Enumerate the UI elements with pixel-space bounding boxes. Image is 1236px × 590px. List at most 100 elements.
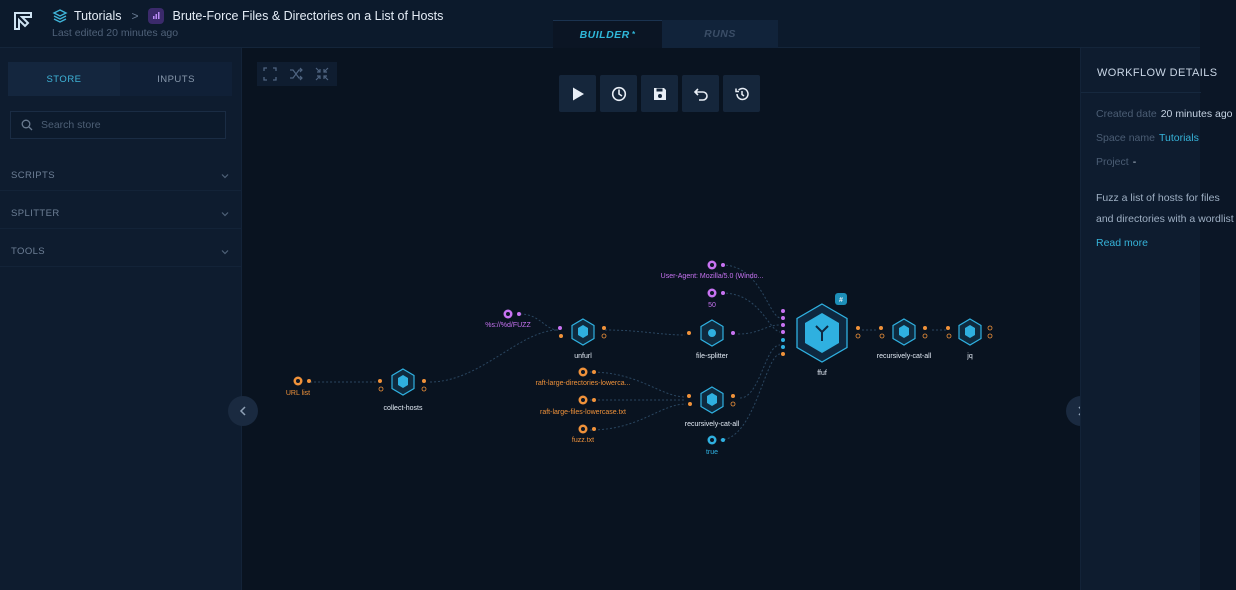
search-input[interactable] [41, 119, 211, 131]
input-port[interactable] [946, 326, 950, 330]
output-port[interactable] [731, 394, 735, 398]
section-scripts-label: SCRIPTS [11, 170, 55, 181]
node-fuzz-txt[interactable]: fuzz.txt [572, 424, 596, 445]
shuffle-button[interactable] [283, 62, 309, 86]
breadcrumb-space[interactable]: Tutorials [74, 9, 122, 23]
node-raft-files[interactable]: raft-large-files-lowercase.txt [540, 395, 626, 417]
workflow-canvas[interactable] [242, 48, 1080, 590]
input-port[interactable] [687, 331, 691, 335]
run-button[interactable] [559, 75, 596, 112]
breadcrumb: Tutorials > Brute-Force Files & Director… [52, 8, 443, 24]
node-url-list[interactable]: URL list [286, 376, 311, 398]
input-port[interactable] [879, 333, 885, 339]
output-port[interactable] [602, 326, 606, 330]
chevron-down-icon [221, 249, 229, 254]
history-button[interactable] [723, 75, 760, 112]
node-jq[interactable]: jq [946, 318, 993, 360]
output-port[interactable] [721, 438, 725, 442]
node-recursively-cat-all-1[interactable]: recursively-cat-all [685, 386, 740, 428]
output-port[interactable] [592, 398, 596, 402]
node-fuzz-template-label: %s://%d/FUZZ [485, 322, 531, 329]
last-edited-text: Last edited 20 minutes ago [52, 27, 179, 39]
node-bool-true[interactable]: true [706, 435, 725, 457]
input-port[interactable] [781, 345, 785, 349]
input-port[interactable] [378, 379, 382, 383]
node-collect-hosts-label: collect-hosts [384, 405, 423, 412]
ffuf-input-ports[interactable] [781, 309, 785, 356]
tab-builder[interactable]: BUILDER* [553, 20, 662, 48]
collapse-button[interactable] [309, 62, 335, 86]
output-port[interactable] [922, 333, 928, 339]
undo-button[interactable] [682, 75, 719, 112]
node-raft-dirs[interactable]: raft-large-directories-lowerca... [536, 367, 631, 388]
read-more-link[interactable]: Read more [1096, 237, 1148, 249]
ffuf-glyph-icon [815, 325, 829, 341]
node-raft-dirs-label: raft-large-directories-lowerca... [536, 380, 631, 387]
space-name-link[interactable]: Tutorials [1158, 132, 1199, 144]
input-port[interactable] [558, 326, 562, 330]
save-button[interactable] [641, 75, 678, 112]
chevron-down-icon [221, 173, 229, 178]
fit-view-button[interactable] [257, 62, 283, 86]
project-row: Project- [1096, 156, 1136, 168]
section-splitter[interactable]: SPLITTER [0, 199, 242, 229]
node-unfurl[interactable]: unfurl [558, 318, 607, 360]
section-splitter-label: SPLITTER [11, 208, 60, 219]
input-port[interactable] [879, 326, 883, 330]
platform-logo[interactable] [12, 10, 34, 32]
node-ffuf[interactable]: # ffuf [781, 293, 861, 377]
canvas-nav-left-button[interactable] [228, 396, 258, 426]
output-port[interactable] [987, 325, 993, 331]
node-threads[interactable]: 50 [707, 288, 726, 310]
section-scripts[interactable]: SCRIPTS [0, 161, 242, 191]
input-port[interactable] [781, 352, 785, 356]
output-port[interactable] [856, 326, 860, 330]
input-port[interactable] [781, 330, 785, 334]
schedule-button[interactable] [600, 75, 637, 112]
output-port[interactable] [721, 291, 725, 295]
input-port[interactable] [781, 316, 785, 320]
output-port[interactable] [855, 333, 861, 339]
node-user-agent[interactable]: User-Agent: Mozilla/5.0 (Windo... [661, 260, 764, 281]
input-port[interactable] [781, 323, 785, 327]
history-icon [734, 87, 749, 100]
input-port[interactable] [946, 333, 952, 339]
file-input-icon-center [581, 370, 585, 374]
input-port[interactable] [688, 402, 692, 406]
node-raft-files-label: raft-large-files-lowercase.txt [540, 409, 626, 416]
details-title: WORKFLOW DETAILS [1097, 67, 1218, 79]
output-port[interactable] [422, 379, 426, 383]
workflow-toolbar [559, 75, 760, 112]
section-tools[interactable]: TOOLS [0, 237, 242, 267]
output-port[interactable] [421, 386, 427, 392]
tab-runs[interactable]: RUNS [662, 20, 778, 48]
output-port[interactable] [307, 379, 311, 383]
output-port[interactable] [517, 312, 521, 316]
play-icon [572, 87, 584, 100]
node-recursively-cat-all-2[interactable]: recursively-cat-all [877, 318, 932, 360]
tab-inputs[interactable]: INPUTS [157, 73, 195, 85]
input-port[interactable] [781, 309, 785, 313]
fit-view-icon [263, 67, 277, 81]
output-port[interactable] [730, 401, 736, 407]
workflow-graph: URL list collect-hosts %s://%d/FUZZ unfu… [286, 260, 993, 457]
output-port[interactable] [592, 370, 596, 374]
node-jq-label: jq [966, 353, 973, 360]
divider [1081, 92, 1201, 93]
output-port[interactable] [731, 331, 735, 335]
output-port[interactable] [987, 333, 993, 339]
input-port[interactable] [781, 338, 785, 342]
input-port[interactable] [378, 386, 384, 392]
module-hex-core [708, 329, 716, 337]
node-fuzz-template[interactable]: %s://%d/FUZZ [485, 309, 531, 330]
output-port[interactable] [601, 333, 607, 339]
input-port[interactable] [559, 334, 563, 338]
output-port[interactable] [721, 263, 725, 267]
tab-store[interactable]: STORE [8, 62, 120, 96]
input-port[interactable] [687, 394, 691, 398]
output-port[interactable] [592, 427, 596, 431]
output-port[interactable] [923, 326, 927, 330]
shuffle-icon [290, 67, 303, 81]
node-file-splitter[interactable]: file-splitter [687, 319, 735, 360]
node-collect-hosts[interactable]: collect-hosts [378, 368, 427, 412]
